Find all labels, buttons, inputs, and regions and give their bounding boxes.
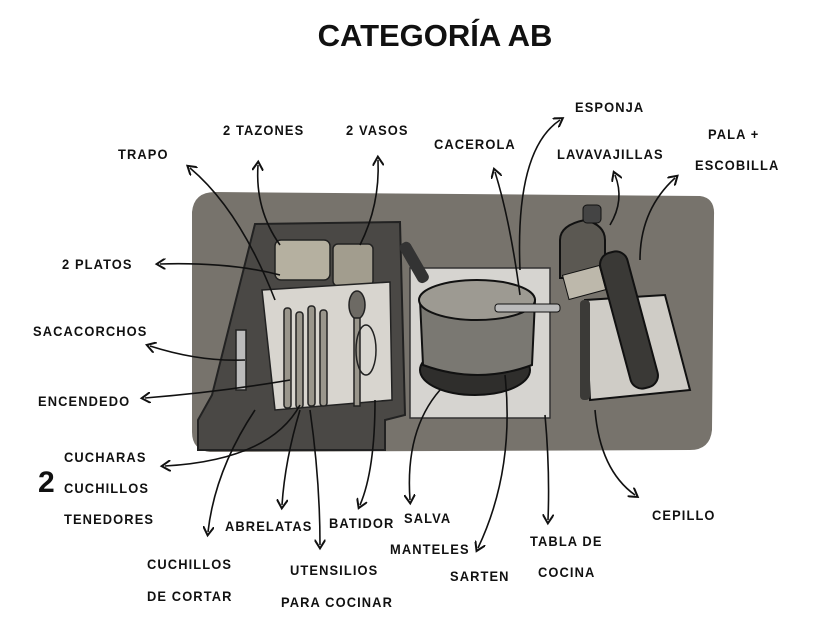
label-tazones: 2 TAZONES — [223, 122, 305, 138]
label-tenedores: TENEDORES — [64, 511, 155, 527]
label-cacerola: CACEROLA — [434, 136, 516, 152]
label-platos: 2 PLATOS — [62, 256, 133, 272]
glass-icon — [332, 243, 374, 287]
label-manteles: MANTELES — [390, 541, 470, 557]
label-esponja: ESPONJA — [575, 99, 645, 115]
label-cepillo: CEPILLO — [652, 507, 716, 523]
label-pala: PALA + — [708, 126, 760, 142]
label-salva: SALVA — [404, 510, 452, 526]
label-cucharas: CUCHARAS — [64, 449, 147, 465]
label-utensilios-1: UTENSILIOS — [290, 562, 379, 578]
label-cuchillos-cortar-2: DE CORTAR — [147, 588, 233, 604]
bowl-icon — [274, 239, 331, 281]
label-encendedo: ENCENDEDO — [38, 393, 131, 409]
page-title: CATEGORÍA AB — [317, 18, 553, 53]
label-sacacorchos: SACACORCHOS — [33, 323, 148, 339]
label-cuchillos: CUCHILLOS — [64, 480, 150, 496]
label-cuchillos-cortar-1: CUCHILLOS — [147, 556, 233, 572]
label-abrelatas: ABRELATAS — [225, 518, 313, 534]
pot-icon — [418, 299, 537, 376]
label-lavavajillas: LAVAVAJILLAS — [557, 146, 664, 162]
label-cocina: COCINA — [538, 564, 596, 580]
arrows — [145, 120, 675, 548]
label-tabla: TABLA DE — [530, 533, 603, 549]
label-escobilla: ESCOBILLA — [695, 157, 780, 173]
label-trapo: TRAPO — [118, 146, 169, 162]
label-count-2: 2 — [38, 466, 55, 499]
label-vasos: 2 VASOS — [346, 122, 409, 138]
brush-icon — [599, 250, 659, 390]
label-utensilios-2: PARA COCINAR — [281, 594, 393, 610]
label-batidor: BATIDOR — [329, 515, 395, 531]
label-sarten: SARTEN — [450, 568, 510, 584]
